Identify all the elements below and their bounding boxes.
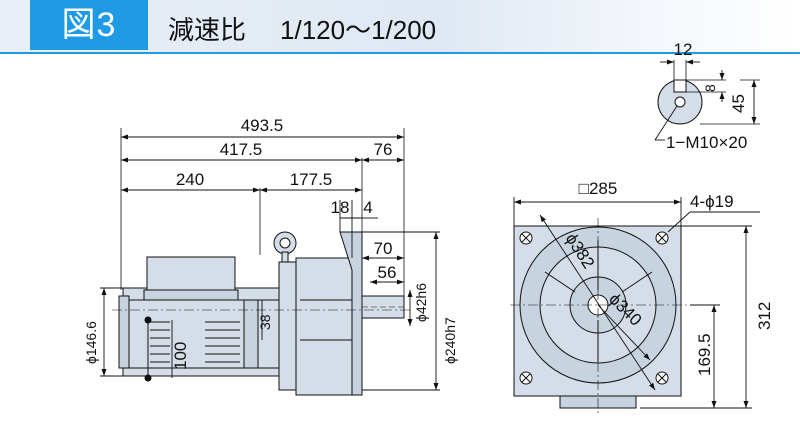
motor-diameter-label: ϕ146.6: [83, 321, 99, 364]
header-rule: [0, 52, 800, 54]
flange-thickness-label: 18: [331, 198, 350, 217]
header-title: 減速比 1/120～1/200: [168, 10, 436, 47]
flange-step-label: 4: [363, 198, 372, 217]
cooling-fins: [150, 321, 240, 363]
reduction-ratio-range: 1/120～1/200: [280, 15, 437, 45]
terminal-height-label: 100: [171, 342, 190, 370]
gear-length-label: 177.5: [290, 170, 333, 189]
side-view-dimensions: [100, 134, 440, 391]
shaft-end-labels: 12 8 45 1−M10×20: [666, 40, 748, 152]
shaft-diameter-label: ϕ42h6: [413, 283, 429, 322]
mounting-holes: [519, 231, 669, 385]
gear-housing: [278, 257, 353, 396]
output-flange: [339, 231, 363, 396]
figure-number-badge: 図3: [30, 0, 148, 50]
mount-holes-label: 4-ϕ19: [690, 192, 734, 211]
shaft-end-detail: [654, 59, 760, 141]
side-view: [112, 128, 412, 396]
motor-length-label: 240: [176, 170, 204, 189]
key-length-label: 56: [378, 263, 397, 282]
shaft-length-label: 70: [374, 239, 393, 258]
reduction-ratio-label: 減速比: [168, 15, 247, 45]
front-view-dimensions: [513, 197, 760, 409]
figure-header: 図3 減速比 1/120～1/200: [0, 0, 800, 54]
tap-spec-label: 1−M10×20: [666, 133, 747, 152]
total-length-label: 493.5: [241, 116, 284, 135]
terminal-box: [146, 256, 236, 296]
terminal-offset-label: 38: [257, 314, 273, 330]
shaft-key-height-label: 45: [729, 94, 748, 113]
key-width-label: 12: [674, 40, 693, 59]
overall-height-label: 312: [755, 302, 774, 330]
center-height-label: 169.5: [695, 333, 714, 376]
side-view-labels: 493.5 417.5 76 240 177.5 18 4 70 56 ϕ42h…: [83, 116, 458, 370]
body-length-label: 417.5: [220, 140, 263, 159]
spigot-diameter-label: ϕ240h7: [442, 317, 458, 364]
front-view: [510, 218, 690, 414]
key-depth-label: 8: [702, 84, 718, 92]
flange-square-label: □285: [579, 179, 618, 198]
shaft-projection-label: 76: [374, 140, 393, 159]
